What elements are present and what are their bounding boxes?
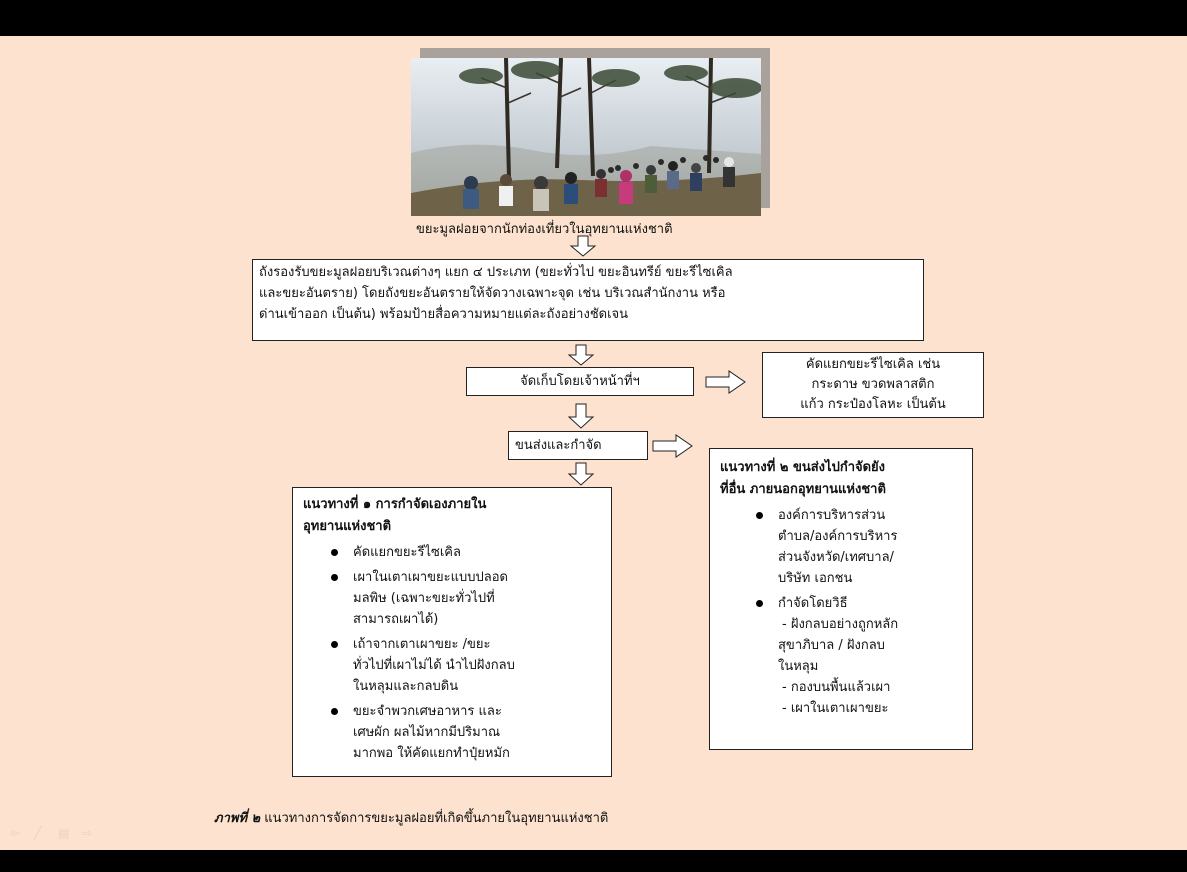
waste-bins-line: และขยะอันตราย) โดยถังขยะอันตรายให้จัดวาง… [259, 286, 726, 301]
arrow-right-icon [705, 370, 746, 394]
bullet-icon [331, 549, 338, 556]
next-arrow-icon[interactable]: ⇨ [82, 826, 93, 840]
list-item: ขยะจำพวกเศษอาหาร และ เศษผัก ผลไม้หากมีปร… [303, 701, 601, 764]
photo-illustration [411, 58, 761, 216]
approach-2-box: แนวทางที่ ๒ ขนส่งไปกำจัดยัง ที่อื่น ภายน… [709, 448, 973, 750]
waste-bins-line: ถังรองรับขยะมูลฝอยบริเวณต่างๆ แยก ๔ ประเ… [259, 265, 733, 280]
recycle-line: กระดาษ ขวดพลาสติก [811, 377, 935, 392]
bullet-icon [331, 708, 338, 715]
list-item-text: - กองบนพื้นแล้วเผา [782, 680, 891, 695]
list-item-text: - เผาในเตาเผาขยะ [782, 701, 889, 716]
list-item-text: มลพิษ (เฉพาะขยะทั่วไปที่ [353, 591, 495, 606]
recycle-line: แก้ว กระป๋องโลหะ เป็นต้น [800, 397, 946, 412]
menu-icon[interactable]: ▤ [58, 826, 70, 840]
list-item: กำจัดโดยวิธี - ฝังกลบอย่างถูกหลัก สุขาภิ… [720, 593, 962, 719]
bullet-icon [756, 512, 763, 519]
list-item-text: สามารถเผาได้) [353, 612, 439, 627]
figure-caption-text: แนวทางการจัดการขยะมูลฝอยที่เกิดขึ้นภายใน… [260, 811, 609, 826]
list-item-text: เถ้าจากเตาเผาขยะ /ขยะ [353, 637, 491, 652]
approach-1-heading: แนวทางที่ ๑ การกำจัดเองภายใน [303, 497, 487, 512]
list-item-text: ตำบล/องค์การบริหาร [778, 529, 898, 544]
recycle-line: คัดแยกขยะรีไซเคิล เช่น [805, 357, 941, 372]
list-item-text: ในหลุมและกลบดิน [353, 679, 459, 694]
list-item-text: - ฝังกลบอย่างถูกหลัก [782, 617, 899, 632]
transport-box: ขนส่งและกำจัด [508, 431, 648, 460]
list-item: องค์การบริหารส่วน ตำบล/องค์การบริหาร ส่ว… [720, 505, 962, 589]
slide-nav: ⇦ ╱ ▤ ⇨ [10, 827, 96, 841]
list-item-text: เผาในเตาเผาขยะแบบปลอด [353, 570, 508, 585]
bullet-icon [756, 600, 763, 607]
photo-caption: ขยะมูลฝอยจากนักท่องเที่ยวในอุทยานแห่งชาต… [416, 222, 673, 237]
bullet-icon [331, 574, 338, 581]
approach-2-list: องค์การบริหารส่วน ตำบล/องค์การบริหาร ส่ว… [720, 505, 962, 719]
collection-box: จัดเก็บโดยเจ้าหน้าที่ฯ [466, 367, 694, 396]
arrow-down-icon [567, 462, 595, 486]
figure-label: ภาพที่ ๒ [214, 811, 261, 826]
arrow-down-icon [567, 344, 595, 366]
arrow-right-icon [652, 434, 693, 458]
list-item-text: ทั่วไปที่เผาไม่ได้ นำไปฝังกลบ [353, 658, 515, 673]
list-item-text: ส่วนจังหวัด/เทศบาล/ [778, 550, 894, 565]
list-item: เถ้าจากเตาเผาขยะ /ขยะ ทั่วไปที่เผาไม่ได้… [303, 634, 601, 697]
approach-1-list: คัดแยกขยะรีไซเคิล เผาในเตาเผาขยะแบบปลอด … [303, 542, 601, 764]
bullet-icon [331, 641, 338, 648]
slide: ขยะมูลฝอยจากนักท่องเที่ยวในอุทยานแห่งชาต… [0, 36, 1187, 850]
approach-2-heading: ที่อื่น ภายนอกอุทยานแห่งชาติ [720, 482, 886, 497]
list-item-text: ในหลุม [778, 659, 819, 674]
list-item-text: องค์การบริหารส่วน [778, 508, 886, 523]
list-item-text: กำจัดโดยวิธี [778, 596, 848, 611]
prev-arrow-icon[interactable]: ⇦ [10, 826, 21, 840]
list-item-text: สุขาภิบาล / ฝังกลบ [778, 638, 885, 653]
list-item-text: มากพอ ให้คัดแยกทำปุ๋ยหมัก [353, 746, 510, 761]
pen-icon[interactable]: ╱ [34, 826, 42, 840]
approach-1-box: แนวทางที่ ๑ การกำจัดเองภายใน อุทยานแห่งช… [292, 487, 612, 777]
list-item: คัดแยกขยะรีไซเคิล [303, 542, 601, 563]
list-item-text: บริษัท เอกชน [778, 571, 853, 586]
list-item-text: ขยะจำพวกเศษอาหาร และ [353, 704, 502, 719]
waste-bins-line: ด่านเข้าออก เป็นต้น) พร้อมป้ายสื่อความหม… [259, 307, 629, 322]
list-item-text: เศษผัก ผลไม้หากมีปริมาณ [353, 725, 501, 740]
arrow-down-icon [569, 235, 597, 257]
approach-2-heading: แนวทางที่ ๒ ขนส่งไปกำจัดยัง [720, 460, 886, 475]
approach-1-heading: อุทยานแห่งชาติ [303, 519, 392, 534]
list-item: เผาในเตาเผาขยะแบบปลอด มลพิษ (เฉพาะขยะทั่… [303, 567, 601, 630]
waste-bins-box: ถังรองรับขยะมูลฝอยบริเวณต่างๆ แยก ๔ ประเ… [252, 259, 924, 341]
arrow-down-icon [567, 403, 595, 429]
tourists-photo [411, 58, 761, 216]
recycle-box: คัดแยกขยะรีไซเคิล เช่น กระดาษ ขวดพลาสติก… [762, 352, 984, 418]
list-item-text: คัดแยกขยะรีไซเคิล [353, 545, 461, 560]
figure-caption: ภาพที่ ๒ แนวทางการจัดการขยะมูลฝอยที่เกิด… [214, 807, 608, 828]
